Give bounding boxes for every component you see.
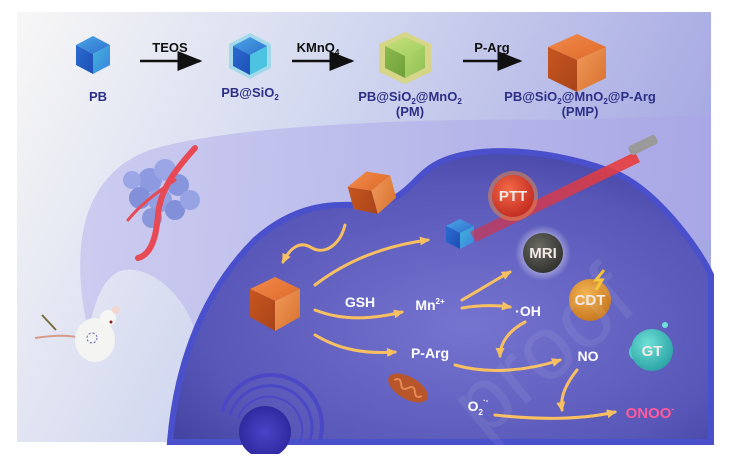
badge-ptt: PTT (488, 171, 538, 221)
label-hydroxyl-radical: ·OH (515, 303, 541, 319)
reagent-kmno4: KMnO4 (297, 40, 340, 57)
label-pm-abbr: (PM) (396, 104, 424, 119)
cube-pmp-entering (347, 171, 397, 214)
svg-text:PTT: PTT (499, 188, 527, 205)
cube-pm (379, 32, 431, 84)
label-pm: PB@SiO2@MnO2 (358, 89, 462, 106)
cube-pb-sio2 (229, 33, 271, 79)
label-pb-sio2: PB@SiO2 (221, 85, 279, 102)
reagent-parg: P-Arg (474, 40, 509, 55)
tumor-tissue (123, 145, 200, 261)
label-pmp-abbr: (PMP) (562, 104, 599, 119)
label-pmp: PB@SiO2@MnO2@P-Arg (504, 89, 656, 106)
nucleus (220, 373, 324, 454)
cube-pmp (548, 34, 606, 92)
reagent-teos: TEOS (152, 40, 188, 55)
label-gsh: GSH (345, 294, 375, 310)
pathway-arrows (281, 223, 617, 420)
label-superoxide: O2·- (468, 396, 489, 417)
cube-pb-released (446, 219, 474, 249)
badge-gt: GT (629, 322, 673, 371)
label-parg: P-Arg (411, 345, 449, 361)
mitochondrion (388, 373, 428, 403)
label-no: NO (578, 348, 599, 364)
svg-text:MRI: MRI (529, 245, 557, 262)
svg-text:CDT: CDT (575, 292, 606, 309)
cube-pb (76, 36, 110, 74)
badge-mri: MRI (515, 225, 571, 281)
label-peroxynitrite: ONOO- (626, 404, 675, 422)
cube-pmp-intracellular (250, 277, 300, 331)
label-pb: PB (89, 89, 107, 104)
label-mn2plus: Mn2+ (415, 297, 445, 313)
mouse-illustration (34, 306, 120, 362)
badge-cdt: CDT (569, 269, 611, 321)
svg-text:GT: GT (642, 343, 663, 360)
